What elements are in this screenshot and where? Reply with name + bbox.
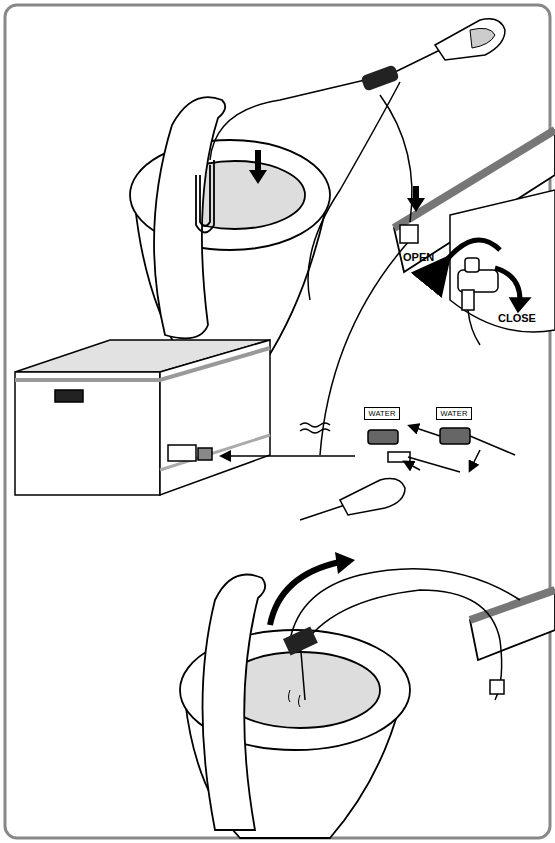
down-arrow bbox=[413, 186, 419, 200]
down-arrow bbox=[255, 150, 261, 172]
tag-text: WATER bbox=[368, 410, 395, 418]
device-box bbox=[15, 340, 270, 495]
hand-unit bbox=[283, 626, 318, 655]
drawing-part bbox=[160, 435, 270, 470]
drawing-part bbox=[300, 590, 500, 650]
drawing-part bbox=[198, 448, 212, 460]
drawing-part bbox=[440, 428, 470, 444]
drawing-part bbox=[154, 97, 225, 338]
drawing-part bbox=[470, 590, 555, 660]
valve-label: OPEN bbox=[403, 251, 434, 263]
drawing-part bbox=[465, 258, 479, 272]
drawing-part bbox=[462, 290, 474, 310]
lift-arrow bbox=[270, 562, 340, 625]
clip bbox=[400, 225, 418, 243]
drawing-part bbox=[470, 590, 555, 620]
drawing-part bbox=[468, 310, 480, 345]
drawing-part bbox=[15, 372, 160, 495]
drawing-part bbox=[510, 298, 530, 312]
drawing-part bbox=[405, 462, 420, 470]
water-symbol bbox=[300, 423, 330, 433]
hoses-bottom bbox=[290, 569, 520, 700]
drawing-part bbox=[470, 450, 480, 470]
clip bbox=[490, 680, 504, 694]
drawing-part bbox=[168, 445, 196, 461]
drawing-part bbox=[203, 574, 266, 830]
nozzle-stick bbox=[300, 505, 345, 520]
water-drops bbox=[289, 690, 301, 707]
drawing-part bbox=[320, 240, 410, 455]
drawing-part bbox=[368, 430, 398, 444]
toilet-top bbox=[130, 97, 555, 362]
connect-arrow bbox=[222, 455, 355, 457]
valve-label: CLOSE bbox=[498, 312, 536, 324]
valve bbox=[445, 190, 555, 345]
fittings bbox=[368, 426, 515, 472]
drawing-part bbox=[470, 436, 515, 455]
drawing-part bbox=[408, 457, 460, 472]
lift-arrow bbox=[335, 552, 355, 574]
drawing-part bbox=[450, 190, 555, 332]
drawing-part bbox=[290, 569, 520, 640]
drawing-part bbox=[495, 268, 520, 300]
nozzle-cup bbox=[435, 19, 505, 60]
drawing-part bbox=[200, 165, 210, 226]
drawing-part bbox=[308, 82, 400, 300]
drawing-part bbox=[445, 240, 500, 262]
nozzle-cup bbox=[340, 479, 405, 515]
down-arrow bbox=[407, 198, 425, 212]
drawing-part bbox=[55, 390, 83, 402]
hose-tag: WATER bbox=[436, 407, 472, 420]
drawing-part bbox=[395, 50, 440, 72]
drawing-part bbox=[380, 95, 412, 222]
drawing-part bbox=[458, 270, 498, 292]
toilet-bottom bbox=[180, 574, 555, 838]
hose-tag: WATER bbox=[364, 407, 400, 420]
drawing-part bbox=[210, 80, 365, 160]
drawing-part bbox=[388, 452, 410, 462]
drawing-part bbox=[410, 426, 440, 436]
drawing-part bbox=[196, 160, 214, 233]
hand-unit bbox=[360, 64, 399, 91]
down-arrow bbox=[249, 170, 267, 184]
nozzle-cup bbox=[470, 28, 495, 48]
drawing-part bbox=[15, 348, 270, 380]
frame bbox=[5, 5, 550, 838]
tag-text: WATER bbox=[440, 410, 467, 418]
